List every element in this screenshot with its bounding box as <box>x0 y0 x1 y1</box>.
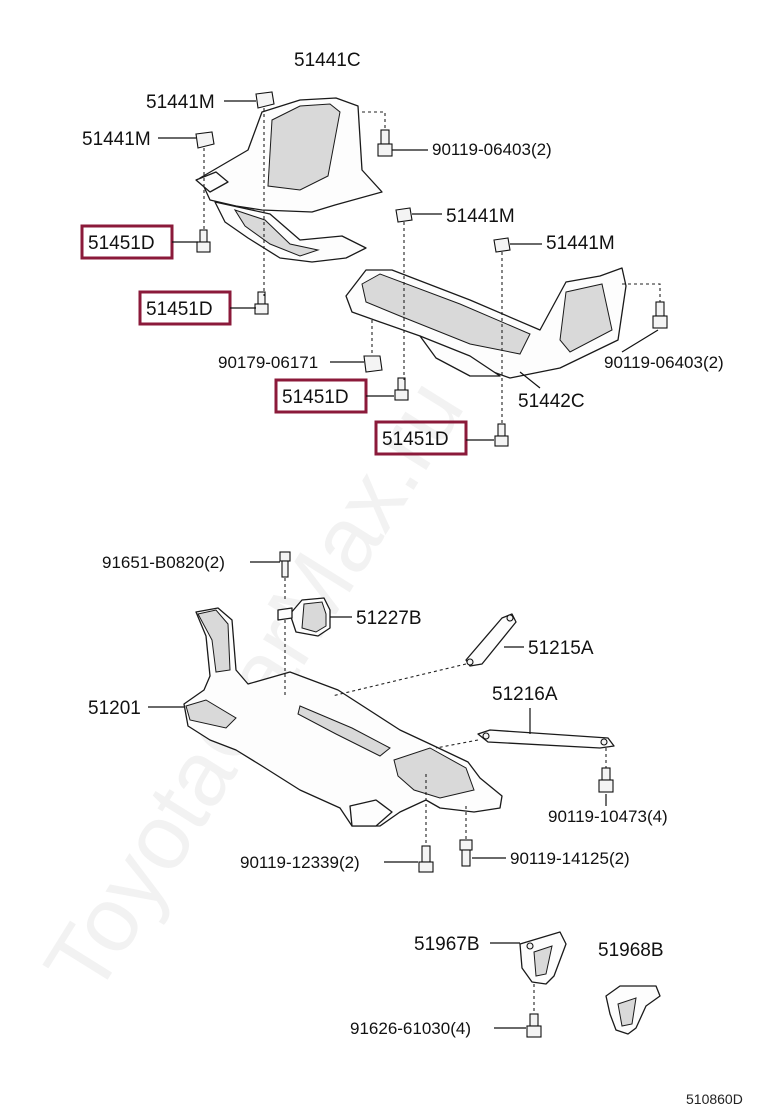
clip-51441M-a[interactable] <box>255 91 275 109</box>
bolt-51451D-d[interactable] <box>494 423 509 447</box>
label-91651-B0820: 91651-B0820(2) <box>102 553 225 572</box>
label-51967B: 51967B <box>414 934 480 955</box>
label-51451D-c[interactable]: 51451D <box>282 387 349 408</box>
highlight-51451D-d <box>374 420 468 456</box>
label-51215A: 51215A <box>528 638 594 659</box>
label-51451D-d[interactable]: 51451D <box>382 429 449 450</box>
bolt-90119-06403-b[interactable] <box>652 301 668 329</box>
label-51441M-b: 51441M <box>82 129 151 150</box>
bolt-51451D-c[interactable] <box>394 377 409 401</box>
label-51968B: 51968B <box>598 940 664 961</box>
brace-51216A[interactable] <box>477 729 615 749</box>
stay-51215A[interactable] <box>465 613 517 667</box>
label-90119-14125: 90119-14125(2) <box>510 849 630 868</box>
bracket-51968B[interactable] <box>605 985 661 1035</box>
bolt-90119-06403-a[interactable] <box>377 129 393 157</box>
label-51441M-c: 51441M <box>446 206 515 227</box>
label-51451D-a[interactable]: 51451D <box>88 233 155 254</box>
label-91626-61030: 91626-61030(4) <box>350 1019 471 1038</box>
label-51227B: 51227B <box>356 608 422 629</box>
bolt-51451D-b[interactable] <box>254 291 269 315</box>
label-51442C: 51442C <box>518 391 585 412</box>
label-51451D-b[interactable]: 51451D <box>146 299 213 320</box>
label-51201: 51201 <box>88 698 141 719</box>
front-suspension-crossmember-51201[interactable] <box>183 607 503 827</box>
label-51441M-d: 51441M <box>546 233 615 254</box>
label-90179-06171: 90179-06171 <box>218 353 318 372</box>
label-90119-10473: 90119-10473(4) <box>548 807 668 826</box>
nut-90179-06171[interactable] <box>363 355 383 373</box>
engine-under-cover-51441C[interactable] <box>195 97 383 263</box>
label-90119-12339: 90119-12339(2) <box>240 853 360 872</box>
bolt-91651-B0820[interactable] <box>279 551 291 578</box>
label-90119-06403-b: 90119-06403(2) <box>604 353 724 372</box>
bracket-51227B[interactable] <box>277 597 331 637</box>
bolt-51451D-a[interactable] <box>196 229 211 253</box>
figure-reference: 510860D <box>686 1091 743 1107</box>
clip-51441M-b[interactable] <box>195 131 215 149</box>
bolt-90119-12339[interactable] <box>418 845 434 873</box>
engine-under-cover-51442C[interactable] <box>345 267 627 379</box>
label-51441M-a: 51441M <box>146 92 215 113</box>
clip-51441M-c[interactable] <box>395 207 413 223</box>
label-51216A: 51216A <box>492 684 558 705</box>
bolt-90119-10473[interactable] <box>598 767 614 793</box>
bolt-91626-61030[interactable] <box>526 1013 542 1038</box>
bracket-51967B[interactable] <box>519 931 567 985</box>
clip-51441M-d[interactable] <box>493 237 511 253</box>
label-90119-06403-a: 90119-06403(2) <box>432 140 552 159</box>
bolt-90119-14125[interactable] <box>459 839 473 867</box>
label-51441C: 51441C <box>294 50 361 71</box>
